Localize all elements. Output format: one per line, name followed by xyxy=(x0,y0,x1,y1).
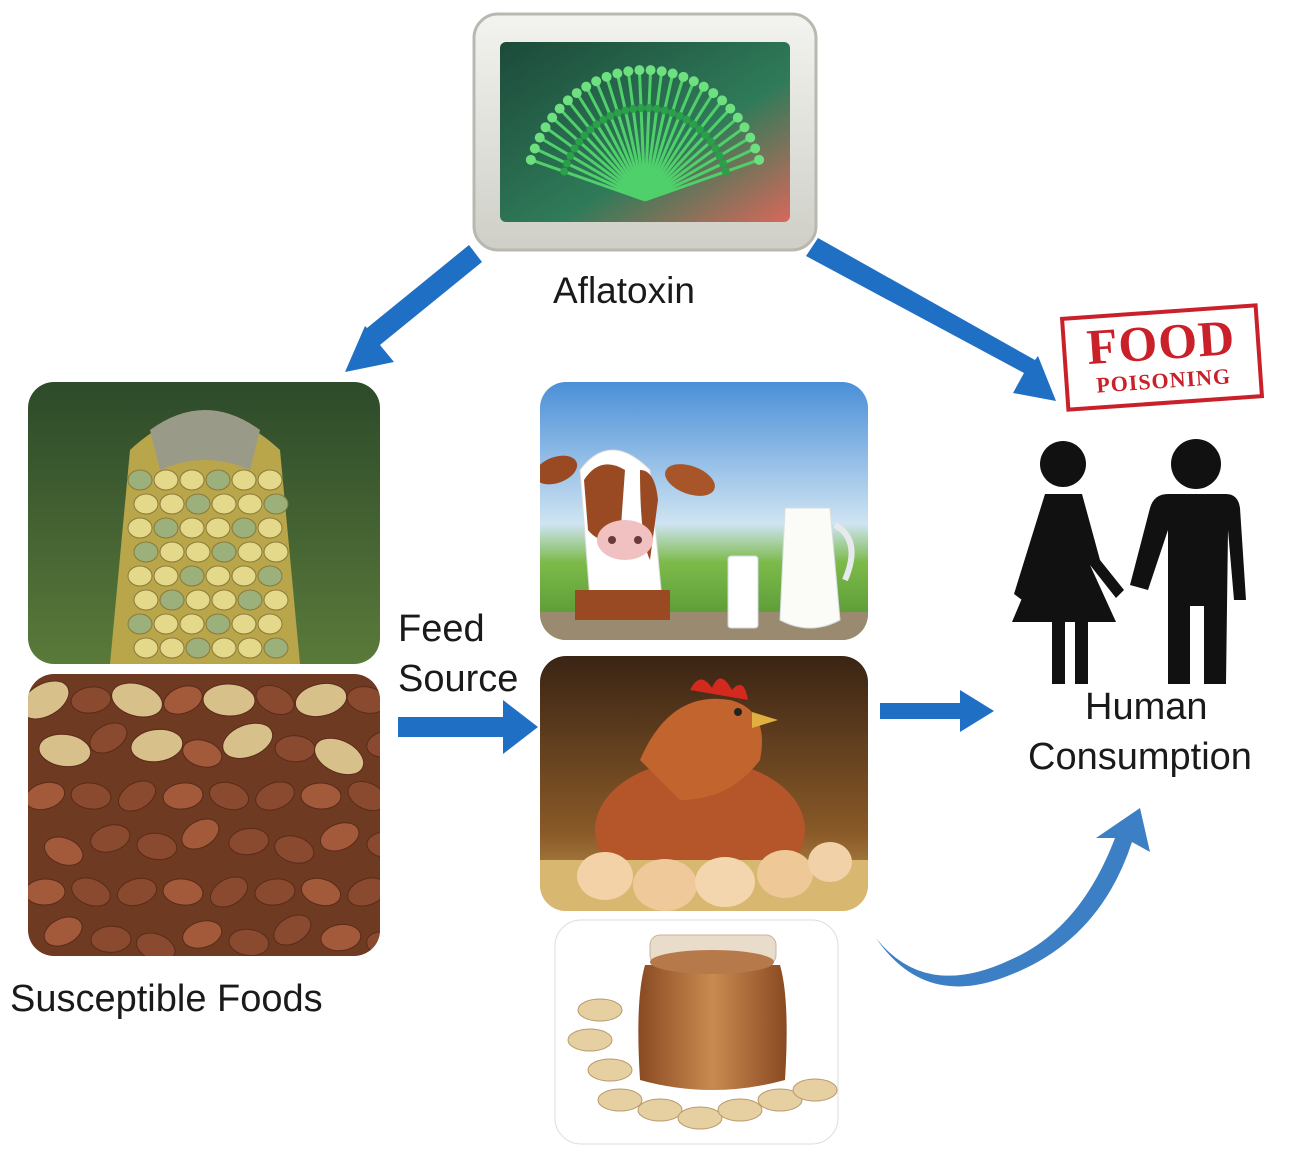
feed-source-label-line2: Source xyxy=(398,658,519,700)
cow-milk-image xyxy=(540,382,868,640)
hen-eggs-image xyxy=(540,656,868,911)
peanut-butter-image xyxy=(554,919,839,1145)
aflatoxin-mold-image xyxy=(472,12,818,252)
feed-source-label-line1: Feed xyxy=(398,608,485,650)
arrow-aflatoxin-to-poisoning xyxy=(806,238,1056,401)
peanuts-image xyxy=(28,674,380,956)
arrow-aflatoxin-to-foods xyxy=(345,245,482,372)
aflatoxin-label: Aflatoxin xyxy=(553,270,695,311)
couple-figures-icon xyxy=(1012,439,1246,684)
curved-arrow-to-human-consumption xyxy=(876,808,1150,987)
food-poisoning-stamp: FOOD POISONING xyxy=(1059,303,1265,412)
moldy-corn-image xyxy=(28,382,380,664)
arrow-feed-source xyxy=(398,700,538,754)
human-consumption-label-line2: Consumption xyxy=(1028,736,1252,778)
susceptible-foods-label: Susceptible Foods xyxy=(10,978,323,1020)
human-consumption-label-line1: Human xyxy=(1085,686,1208,728)
arrow-to-human-consumption xyxy=(880,690,994,732)
